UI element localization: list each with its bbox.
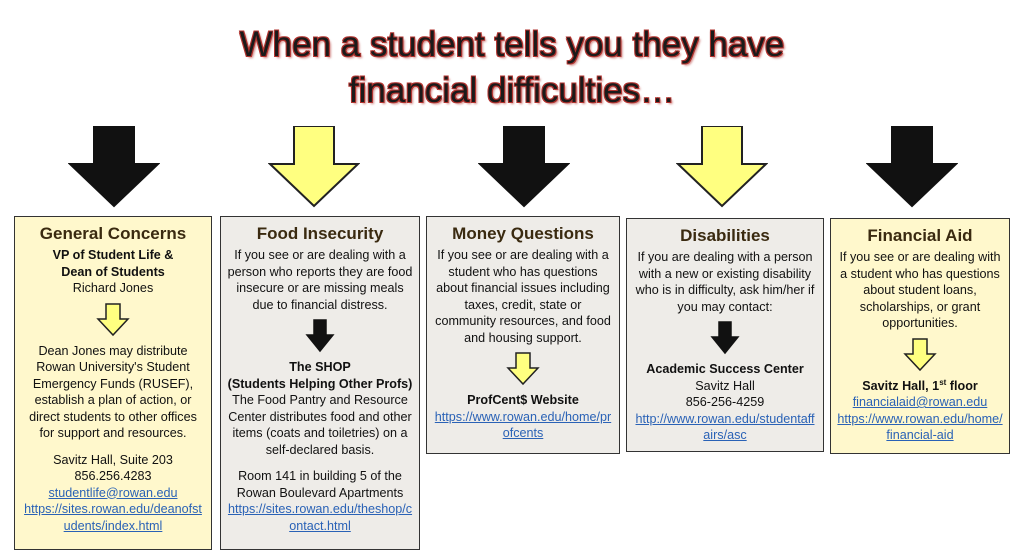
box-heading: Financial Aid	[867, 226, 973, 245]
arrow-down-icon	[710, 321, 740, 355]
arrow-down-icon-general	[68, 126, 160, 208]
box-intro: If you see or are dealing with a person …	[227, 248, 413, 312]
title-line-2: financial difficulties…	[348, 71, 676, 110]
website-link[interactable]: https://www.rowan.edu/home/profcents	[434, 409, 612, 441]
phone: 856-256-4259	[685, 395, 765, 409]
box-body: Dean Jones may distribute Rowan Universi…	[29, 343, 197, 441]
box-heading: Disabilities	[680, 226, 770, 245]
disabilities-box: Disabilities If you are dealing with a p…	[626, 218, 824, 452]
email-link[interactable]: financialaid@rowan.edu	[852, 395, 988, 409]
title-line-1: When a student tells you they have	[239, 25, 785, 64]
arrow-down-icon-aid	[866, 126, 958, 208]
food-insecurity-box: Food Insecurity If you see or are dealin…	[220, 216, 420, 550]
money-questions-box: Money Questions If you see or are dealin…	[426, 216, 620, 454]
contact-name: Richard Jones	[72, 281, 154, 295]
arrow-down-icon-money	[478, 126, 570, 208]
page-title: When a student tells you they have finan…	[0, 22, 1024, 114]
email-link[interactable]: studentlife@rowan.edu	[48, 485, 178, 500]
financial-aid-box: Financial Aid If you see or are dealing …	[830, 218, 1010, 454]
arrow-down-icon-disabilities	[676, 126, 768, 208]
resource-name: ProfCent$ Website	[467, 393, 579, 407]
box-intro: If you see or are dealing with a student…	[839, 250, 1001, 330]
box-heading: Food Insecurity	[256, 224, 384, 243]
location-superscript: st	[939, 377, 947, 387]
box-intro: If you are dealing with a person with a …	[635, 250, 815, 314]
arrow-down-icon	[506, 352, 540, 386]
location-main: Savitz Hall, 1	[862, 378, 940, 393]
arrow-down-icon	[96, 302, 130, 336]
location: Savitz Hall, 1st floor	[837, 378, 1003, 395]
box-heading: Money Questions	[452, 224, 594, 243]
program-name: The SHOP	[289, 360, 351, 374]
office-name: Academic Success Center	[646, 362, 804, 376]
arrow-down-icon	[903, 337, 937, 371]
website-link[interactable]: https://sites.rowan.edu/deanofstudents/i…	[24, 502, 202, 533]
arrow-down-icon	[305, 319, 335, 353]
website-link[interactable]: http://www.rowan.edu/studentaffairs/asc	[635, 411, 815, 443]
program-subtitle: (Students Helping Other Profs)	[227, 376, 413, 391]
role-line: VP of Student Life &	[52, 248, 174, 262]
location: Room 141 in building 5 of the Rowan Boul…	[236, 469, 404, 500]
box-heading: General Concerns	[39, 224, 187, 243]
arrow-down-icon-food	[268, 126, 360, 208]
box-body: The Food Pantry and Resource Center dist…	[228, 393, 412, 457]
website-link[interactable]: https://sites.rowan.edu/theshop/contact.…	[227, 502, 413, 533]
website-link[interactable]: https://www.rowan.edu/home/financial-aid	[837, 411, 1003, 443]
role-line: Dean of Students	[61, 264, 165, 279]
box-intro: If you see or are dealing with a student…	[435, 248, 611, 345]
location: Savitz Hall, Suite 203	[53, 452, 173, 467]
general-concerns-box: General Concerns VP of Student Life & De…	[14, 216, 212, 550]
phone: 856.256.4283	[74, 469, 152, 483]
location: Savitz Hall	[695, 378, 755, 393]
location-tail: floor	[946, 378, 978, 393]
